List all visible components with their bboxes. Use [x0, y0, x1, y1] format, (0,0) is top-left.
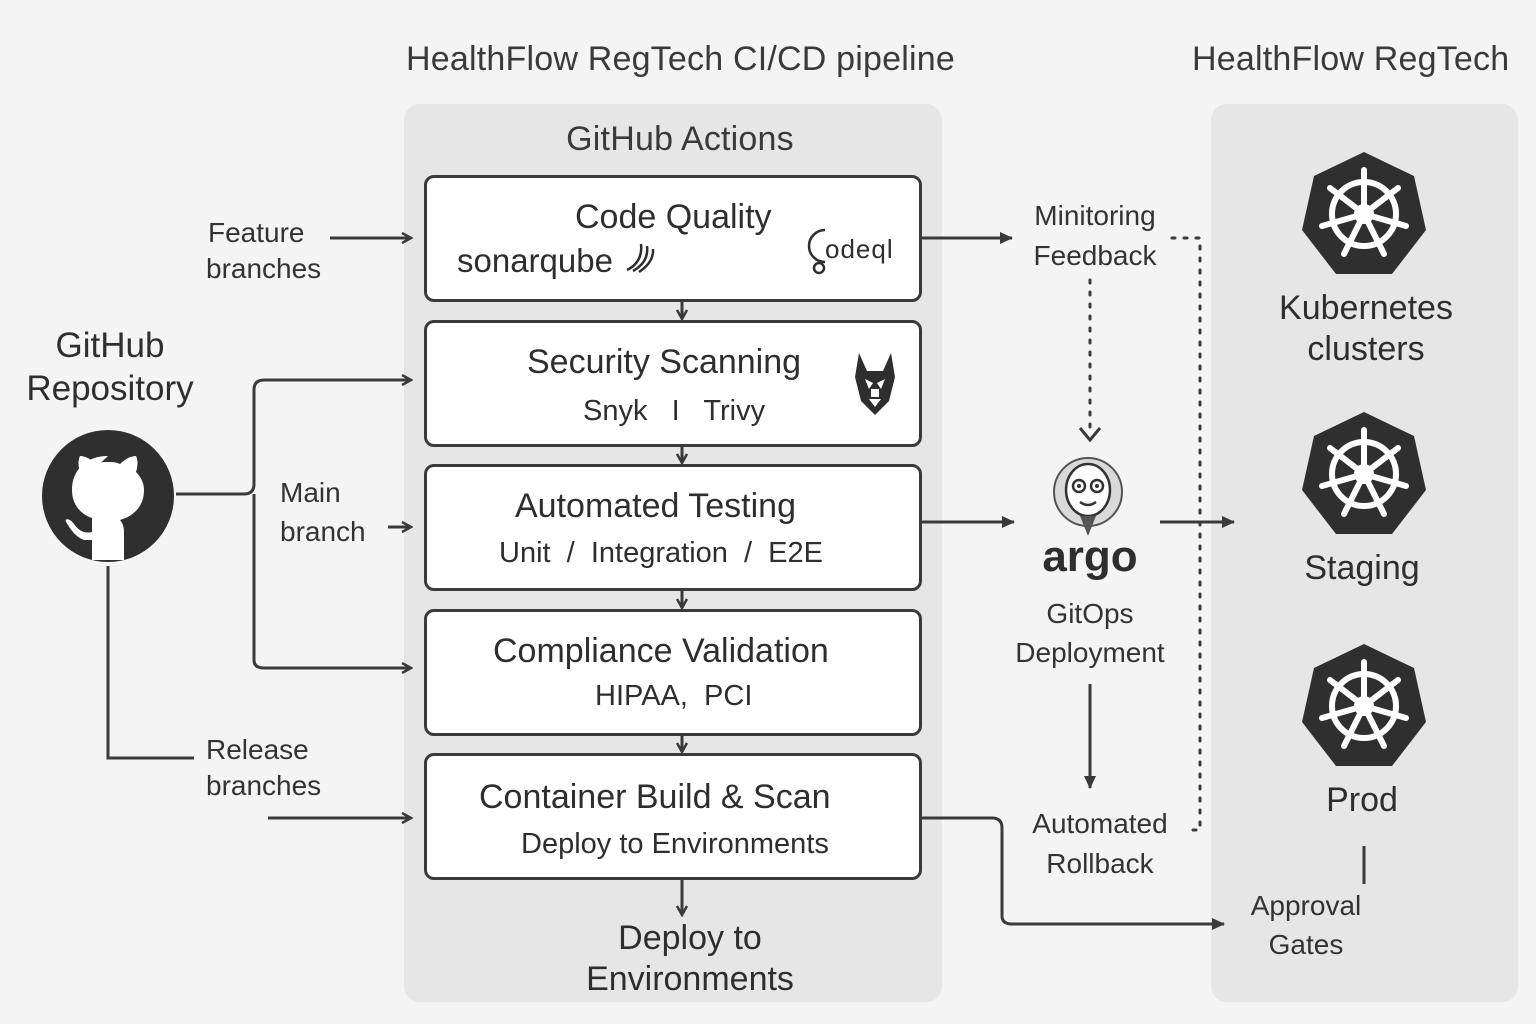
dotted-arrowhead: [1078, 427, 1102, 443]
codeql-logo: odeql: [803, 224, 907, 278]
argo-mascot-icon[interactable]: [1050, 456, 1126, 540]
repo-to-compliance-arrow: [252, 494, 410, 668]
label-line: Deployment: [1015, 637, 1165, 668]
label-line: Kubernetes: [1279, 289, 1453, 327]
codeql-c-icon: [807, 228, 826, 275]
sonar-waves-icon: [626, 243, 655, 274]
stage-subtitle: Unit / Integration / E2E: [499, 537, 823, 569]
stage-automated-testing[interactable]: Automated Testing Unit / Integration / E…: [424, 464, 922, 591]
stage-subtitle: Deploy to Environments: [521, 828, 829, 860]
stage-compliance-validation[interactable]: Compliance Validation HIPAA, PCI: [424, 609, 922, 736]
prod-label: Prod: [1326, 781, 1398, 819]
stage-container-build[interactable]: Container Build & Scan Deploy to Environ…: [424, 753, 922, 880]
stage-title: Compliance Validation: [493, 632, 829, 670]
label-line: GitOps: [1046, 598, 1134, 629]
github-repository-label: GitHub Repository: [20, 324, 200, 410]
staging-label: Staging: [1304, 549, 1420, 587]
stage-security-scanning[interactable]: Security Scanning Snyk I Trivy: [424, 320, 922, 447]
rollback-monitor-dotted: [1170, 236, 1202, 832]
kubernetes-helm-icon[interactable]: [1298, 148, 1430, 280]
repo-line: GitHub: [55, 326, 165, 365]
argo-logo-text: argo: [1042, 532, 1138, 581]
label-line: Release: [206, 734, 309, 765]
pipeline-title: HealthFlow RegTech CI/CD pipeline: [406, 40, 955, 78]
label-line: Minitoring: [1034, 200, 1156, 231]
build-to-approval: [922, 816, 1225, 930]
label-line: Automated: [1032, 808, 1168, 839]
clusters-title: HealthFlow RegTech: [1192, 40, 1510, 78]
label-line: branches: [206, 770, 322, 801]
label-line: Feature: [208, 217, 305, 248]
deploy-line: Deploy to: [618, 919, 762, 957]
label-line: Feedback: [1033, 240, 1157, 271]
label-line: Main: [280, 477, 341, 508]
repo-line: Repository: [26, 369, 194, 408]
repo-to-security-arrow: [176, 380, 410, 496]
stage-title: Security Scanning: [527, 343, 802, 381]
label-line: Approval: [1250, 890, 1362, 921]
kubernetes-helm-icon[interactable]: [1298, 408, 1430, 540]
kubernetes-clusters-label: Kubernetes clusters: [1246, 288, 1486, 370]
approval-gates-label: Approval Gates: [1236, 886, 1376, 964]
github-actions-title: GitHub Actions: [566, 120, 794, 158]
codeql-text: odeql: [825, 234, 894, 264]
stage-subtitle: HIPAA, PCI: [595, 680, 753, 712]
gitops-deployment-label: GitOps Deployment: [1000, 594, 1180, 672]
label-line: Gates: [1268, 929, 1344, 960]
release-branches-label: Release branches: [206, 732, 321, 804]
kubernetes-helm-icon[interactable]: [1298, 640, 1430, 772]
automated-rollback-label: Automated Rollback: [1020, 804, 1180, 884]
stage-subtitle: Snyk I Trivy: [583, 395, 766, 427]
label-line: Rollback: [1046, 848, 1154, 879]
deploy-line: Environments: [586, 960, 794, 998]
stage-title: Container Build & Scan: [479, 778, 831, 816]
stage-code-quality[interactable]: Code Quality sonarqube odeql: [424, 175, 922, 302]
github-octocat-icon[interactable]: [40, 428, 176, 564]
stage-title: Code Quality: [575, 198, 772, 236]
snyk-dog-icon: [855, 353, 895, 415]
release-line: [106, 566, 194, 760]
label-line: branches: [206, 253, 322, 284]
feature-branches-label: Feature branches: [206, 215, 321, 287]
monitoring-feedback-label: Minitoring Feedback: [1010, 196, 1180, 276]
label-line: clusters: [1307, 330, 1425, 368]
sonarqube-logo: sonarqube: [457, 242, 613, 279]
main-branch-label: Main branch: [280, 473, 366, 551]
deploy-environments-label: Deploy to Environments: [540, 918, 840, 1000]
label-line: branch: [280, 516, 366, 547]
stage-title: Automated Testing: [515, 487, 796, 525]
